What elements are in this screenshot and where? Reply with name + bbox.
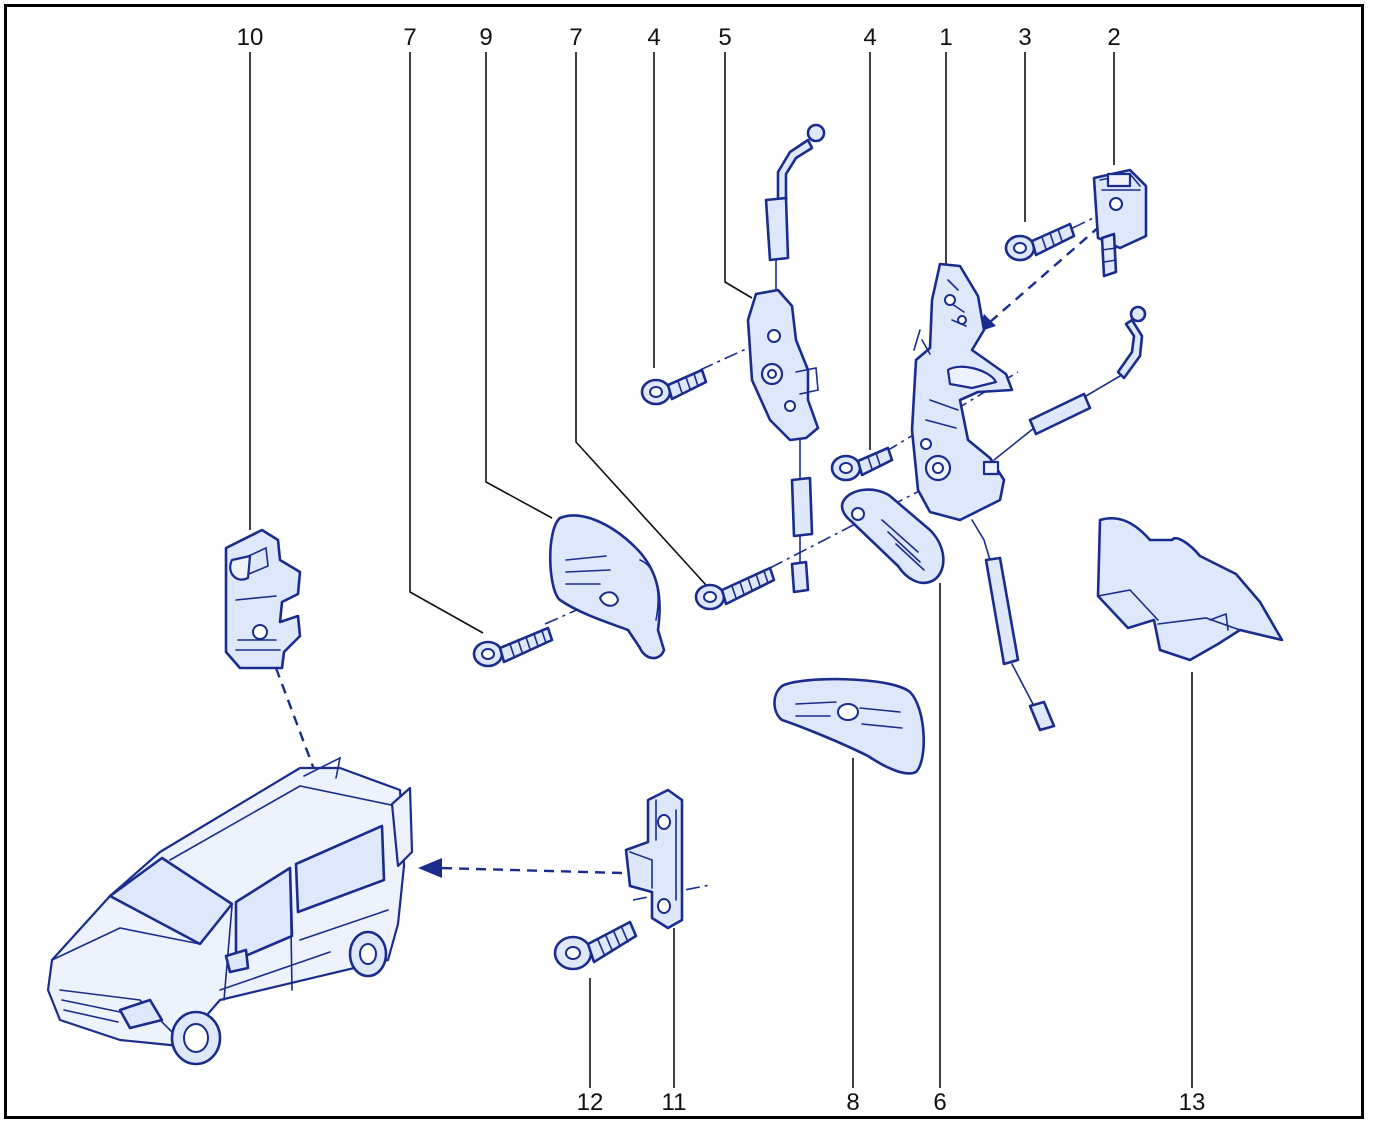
label-9: 9 <box>479 24 492 51</box>
leader-lines <box>249 52 1193 1088</box>
callout-labels: 10 7 9 7 4 5 4 1 3 2 12 11 8 6 13 <box>237 24 1206 1116</box>
leader-7-left <box>409 52 484 634</box>
label-2: 2 <box>1107 24 1120 51</box>
part-10-striker <box>224 528 302 670</box>
dash-arrow-11-to-van <box>439 866 623 875</box>
leader-7-right <box>575 52 707 586</box>
part-13-bracket <box>1096 517 1284 662</box>
label-5: 5 <box>718 24 731 51</box>
label-10: 10 <box>237 24 264 51</box>
label-7-left: 7 <box>403 24 416 51</box>
axis-bolt-7-right <box>769 469 961 569</box>
label-12: 12 <box>577 1089 604 1116</box>
part-6-lever <box>840 488 945 585</box>
label-1: 1 <box>939 24 952 51</box>
part-1-main-lock <box>910 262 1014 522</box>
part-8-pad <box>773 677 925 775</box>
part-2-actuator <box>1092 168 1148 278</box>
part-7-bolt-left <box>472 626 554 668</box>
part-1-rods <box>971 305 1147 732</box>
label-3: 3 <box>1018 24 1031 51</box>
label-4-left: 4 <box>647 24 660 51</box>
label-7-right: 7 <box>569 24 582 51</box>
label-4-right: 4 <box>863 24 876 51</box>
part-9-cover <box>548 514 666 660</box>
leader-9 <box>485 52 553 519</box>
label-11: 11 <box>662 1089 687 1116</box>
part-4-bolt-right <box>830 446 894 482</box>
arrowhead-11-to-van <box>418 858 442 878</box>
part-12-bolt <box>553 920 638 971</box>
label-6: 6 <box>933 1089 946 1116</box>
part-5-upper-lock <box>746 123 826 594</box>
label-13: 13 <box>1179 1089 1206 1116</box>
part-11-striker <box>624 788 684 930</box>
part-7-bolt-right <box>694 566 776 611</box>
dash-arrow-2-to-1 <box>989 225 1101 323</box>
leader-5 <box>724 52 753 299</box>
part-4-bolt-left <box>640 368 708 406</box>
van-illustration <box>46 756 414 1066</box>
label-8: 8 <box>846 1089 859 1116</box>
part-3-bolt <box>1004 222 1076 262</box>
